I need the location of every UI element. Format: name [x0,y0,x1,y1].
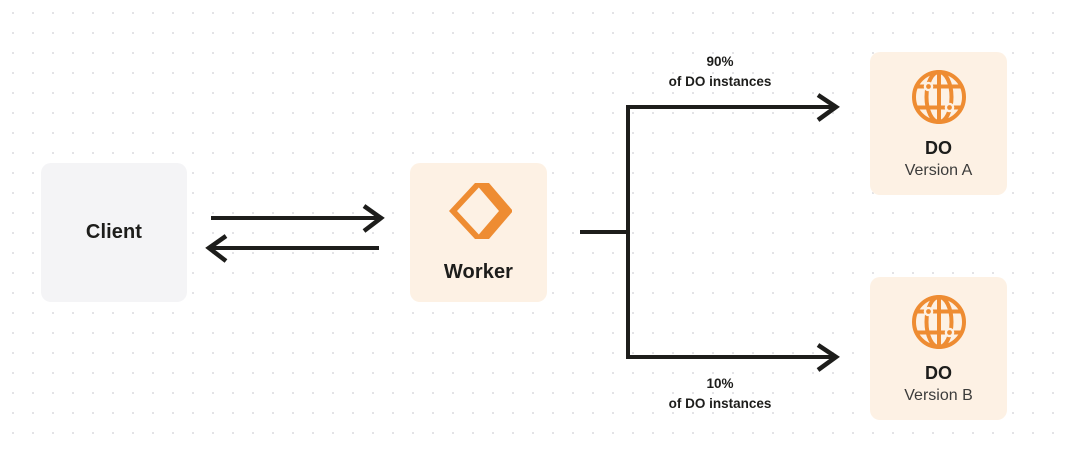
edge-label-do-b: 10% of DO instances [620,374,820,413]
edge-label-do-b-percent: 10% [706,376,734,391]
node-worker: Worker [410,163,547,302]
edge-label-do-a-percent: 90% [706,54,734,69]
arrow-worker-to-do-a [626,93,840,122]
node-do-b-sublabel: Version B [904,386,973,404]
node-do-a-label: DO [925,137,952,158]
node-do-version-b: DO Version B [870,277,1007,420]
node-client-label: Client [85,221,143,243]
globe-icon [910,68,968,126]
branch-trunk [580,107,630,357]
edge-label-do-b-caption: of DO instances [668,395,772,411]
globe-icon [910,293,968,351]
node-client: Client [41,163,187,302]
arrow-client-to-worker [211,204,385,233]
node-worker-label: Worker [443,261,514,283]
node-do-version-a: DO Version A [870,52,1007,195]
cloudflare-workers-icon [446,181,513,241]
arrow-worker-to-client [205,234,379,263]
arrow-worker-to-do-b [626,343,840,372]
edge-label-do-a-caption: of DO instances [668,73,772,89]
edge-label-do-a: 90% of DO instances [620,52,820,91]
node-do-a-sublabel: Version A [904,161,973,179]
node-do-b-label: DO [925,362,952,383]
